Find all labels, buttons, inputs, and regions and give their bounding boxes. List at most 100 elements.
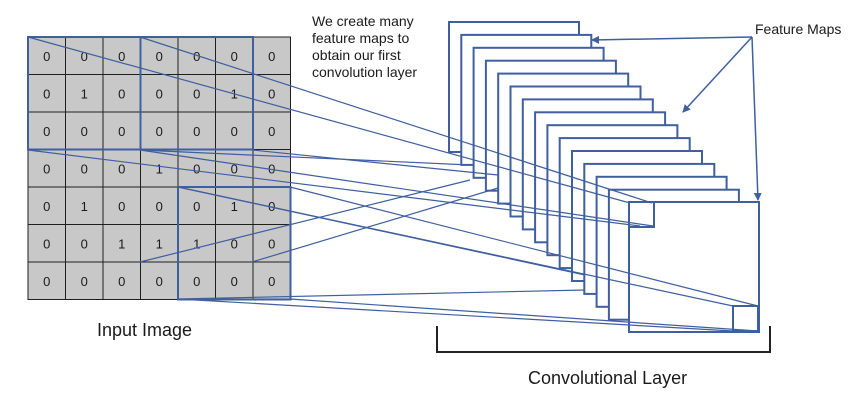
filter-window-3 xyxy=(177,186,292,301)
grid-cell-value: 1 xyxy=(193,236,200,251)
grid-cell-value: 1 xyxy=(231,199,238,214)
projection-line xyxy=(139,149,471,166)
grid-cell xyxy=(65,111,104,150)
arrow-to-back-map xyxy=(591,35,753,44)
projection-lines xyxy=(27,36,759,332)
projection-line xyxy=(27,36,631,204)
projection-line xyxy=(177,289,586,300)
grid-cell xyxy=(252,111,291,150)
grid-cell-value: 0 xyxy=(43,49,50,64)
grid-cell-value: 0 xyxy=(193,199,200,214)
grid-cell xyxy=(140,74,179,113)
grid-cell-value: 1 xyxy=(81,86,88,101)
grid-cell-value: 0 xyxy=(43,124,50,139)
input-image-label: Input Image xyxy=(97,320,193,340)
grid-cell xyxy=(177,149,216,188)
grid-cell-value: 0 xyxy=(193,274,200,289)
grid-cell-value: 0 xyxy=(81,124,88,139)
grid-cell-value: 0 xyxy=(231,124,238,139)
grid-cell-value: 0 xyxy=(193,86,200,101)
grid-cell xyxy=(27,186,66,225)
grid-cell-value: 0 xyxy=(156,86,163,101)
grid-cell-value: 0 xyxy=(156,199,163,214)
grid-cell-value: 0 xyxy=(118,274,125,289)
grid-cell xyxy=(252,261,291,300)
grid-cell-value: 1 xyxy=(156,236,163,251)
grid-cell-value: 0 xyxy=(81,161,88,176)
grid-cell-value: 0 xyxy=(268,124,275,139)
grid-cell-value: 0 xyxy=(268,86,275,101)
projection-line xyxy=(289,298,759,332)
projection-line xyxy=(289,186,759,307)
feature-cell-bottom-right xyxy=(732,305,759,332)
grid-cell-value: 0 xyxy=(231,161,238,176)
grid-cell-value: 1 xyxy=(118,236,125,251)
grid-cell-value: 0 xyxy=(43,274,50,289)
projection-line xyxy=(177,298,734,332)
grid-cell xyxy=(140,224,179,263)
grid-cell-value: 0 xyxy=(268,161,275,176)
projection-line xyxy=(139,179,471,263)
projection-line xyxy=(251,187,499,263)
annotation-line-3: obtain our first xyxy=(312,47,401,63)
grid-cell-value: 0 xyxy=(156,49,163,64)
arrow-to-front-map xyxy=(751,36,762,201)
grid-cell xyxy=(215,111,254,150)
grid-cell xyxy=(102,261,141,300)
grid-cell-value: 0 xyxy=(118,199,125,214)
projection-line xyxy=(27,149,641,227)
grid-cell-value: 0 xyxy=(193,124,200,139)
grid-cell-value: 0 xyxy=(43,161,50,176)
grid-cell-value: 0 xyxy=(268,274,275,289)
feature-map-stack xyxy=(448,21,760,333)
grid-cell xyxy=(27,74,66,113)
annotation-line-4: convolution layer xyxy=(312,64,418,80)
grid-cell-value: 0 xyxy=(118,124,125,139)
projection-line xyxy=(139,36,653,204)
grid-cell-value: 0 xyxy=(231,274,238,289)
grid-cell xyxy=(215,149,254,188)
grid-cell-value: 0 xyxy=(118,86,125,101)
projection-line xyxy=(177,186,586,276)
grid-cell-value: 0 xyxy=(193,161,200,176)
grid-cell-value: 0 xyxy=(43,199,50,214)
grid-cell-value: 0 xyxy=(231,236,238,251)
annotation-line-2: feature maps to xyxy=(312,30,410,46)
grid-cell-value: 0 xyxy=(43,236,50,251)
grid-cell xyxy=(102,74,141,113)
grid-cell-value: 0 xyxy=(268,49,275,64)
grid-cell-value: 0 xyxy=(118,49,125,64)
grid-cell xyxy=(215,36,254,75)
filter-window-2 xyxy=(139,36,254,151)
grid-cell-value: 0 xyxy=(118,161,125,176)
grid-cell-value: 0 xyxy=(156,124,163,139)
grid-cell-value: 0 xyxy=(193,49,200,64)
grid-cell-value: 0 xyxy=(231,49,238,64)
annotation-line-1: We create many xyxy=(312,13,414,29)
input-image-grid: 0000000010001000000000001000010001000111… xyxy=(27,36,292,301)
grid-cell-value: 0 xyxy=(156,274,163,289)
grid-cell-value: 0 xyxy=(81,49,88,64)
grid-cell xyxy=(102,224,141,263)
feature-maps-label: Feature Maps xyxy=(755,21,842,37)
grid-cell-value: 0 xyxy=(268,199,275,214)
grid-cell xyxy=(65,224,104,263)
annotation-text: We create many feature maps to obtain ou… xyxy=(312,13,452,81)
grid-cell xyxy=(177,74,216,113)
grid-cell-value: 1 xyxy=(81,199,88,214)
grid-cell xyxy=(65,186,104,225)
grid-cell-value: 0 xyxy=(268,236,275,251)
grid-cell xyxy=(65,261,104,300)
convolutional-layer-label: Convolutional Layer xyxy=(528,368,688,388)
projection-line xyxy=(139,149,654,227)
grid-cell xyxy=(177,261,216,300)
grid-cell-value: 1 xyxy=(156,161,163,176)
feature-map-arrows xyxy=(591,35,762,201)
grid-cell-value: 0 xyxy=(81,274,88,289)
projection-line xyxy=(251,149,499,176)
convolutional-layer-bracket xyxy=(436,326,771,353)
grid-cell xyxy=(252,36,291,75)
grid-cell xyxy=(252,186,291,225)
arrow-to-middle-map xyxy=(682,36,753,113)
